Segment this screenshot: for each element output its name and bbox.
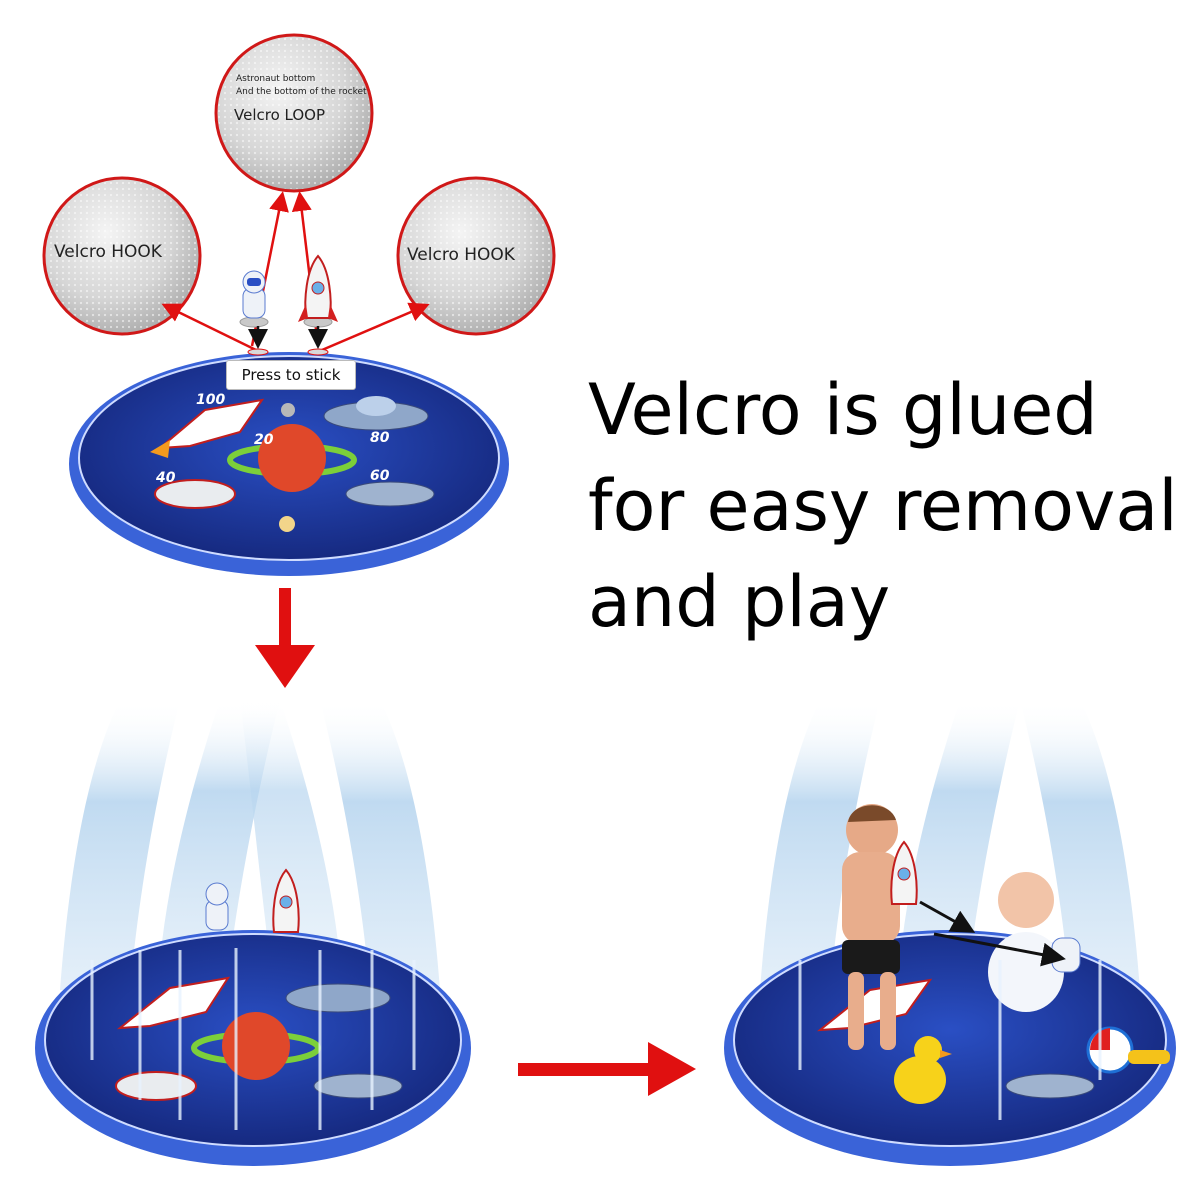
velcro-hook-circle-left [42, 176, 202, 336]
splash-mat-bottom-right [724, 700, 1176, 1166]
mat-score-60: 60 [370, 468, 390, 484]
mat-score-labels: 100 20 80 40 60 [155, 392, 390, 486]
headline-line-1: Velcro is glued [588, 369, 1098, 451]
down-arrow [255, 588, 315, 688]
headline: Velcro is glued for easy removal and pla… [588, 362, 1188, 650]
press-to-stick-label: Press to stick [226, 360, 356, 390]
headline-line-2: for easy removal [588, 465, 1178, 547]
velcro-hook-label-right: Velcro HOOK [407, 245, 515, 265]
mat-score-40: 40 [155, 470, 176, 486]
splash-mat-top [69, 348, 509, 576]
velcro-loop-label: Velcro LOOP [234, 106, 326, 124]
velcro-loop-circle [214, 33, 374, 193]
callout-pointer-lines [161, 191, 430, 352]
right-arrow [518, 1042, 696, 1096]
headline-line-3: and play [588, 561, 891, 643]
mat-score-80: 80 [370, 430, 390, 446]
velcro-hook-label-left: Velcro HOOK [54, 242, 162, 262]
mat-score-100: 100 [196, 392, 225, 408]
boy-figure [842, 804, 900, 1050]
mat-score-20: 20 [254, 432, 274, 448]
velcro-hook-circle-right [396, 176, 556, 336]
astronaut-figure-top [239, 270, 269, 328]
press-arrows [248, 326, 328, 349]
velcro-loop-note-line2: And the bottom of the rocket [236, 87, 367, 97]
rocket-figure-top [298, 254, 338, 328]
splash-mat-bottom-left [35, 700, 471, 1166]
velcro-loop-note-line1: Astronaut bottom [236, 74, 316, 84]
